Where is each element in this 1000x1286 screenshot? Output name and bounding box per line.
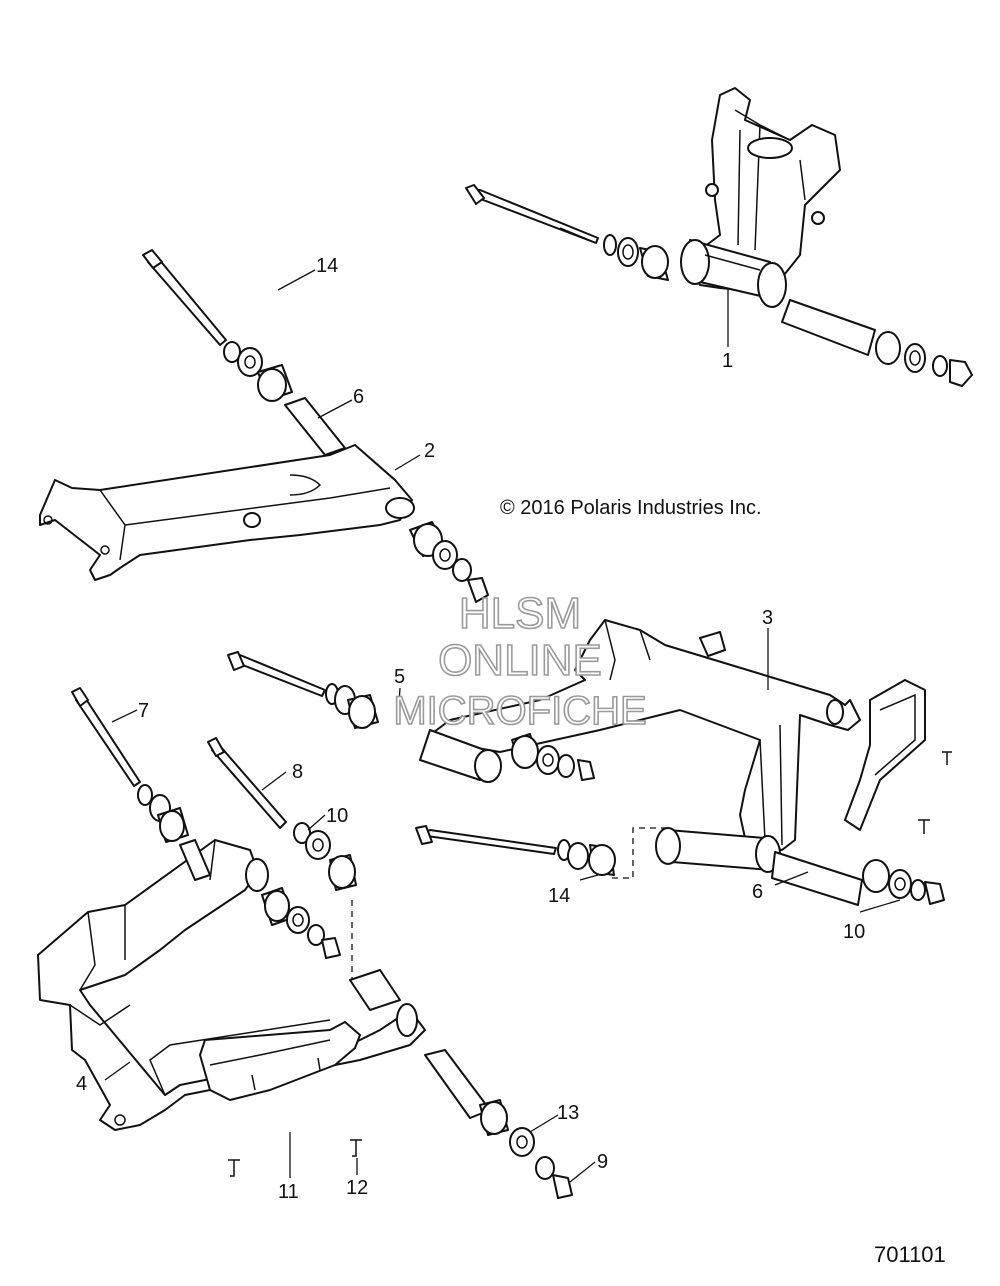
callout-8: 8 [292, 761, 303, 783]
part-3-sleeve-and-hardware [771, 851, 945, 906]
part-11-skid-guard [199, 1021, 361, 1101]
callout-6-upper: 6 [353, 386, 364, 408]
part-11-bolt [228, 1159, 240, 1177]
callout-10-left: 10 [326, 805, 348, 827]
callout-3: 3 [762, 607, 773, 629]
callout-5: 5 [394, 666, 405, 688]
callout-2: 2 [424, 440, 435, 462]
watermark-line-2: ONLINE [438, 636, 602, 685]
watermark-line-3: MICROFICHE [393, 689, 646, 733]
part-2-pivot-bolt [142, 249, 227, 346]
callout-13: 13 [557, 1102, 579, 1124]
part-4-rear-sleeve [424, 1049, 509, 1136]
part-12-bolt [350, 1139, 362, 1157]
part-4-bolt-7 [71, 687, 211, 881]
watermark-line-1: HLSM [459, 589, 581, 638]
part-3-pivot-bolt-upper [227, 651, 502, 783]
part-1-sleeve-right [781, 299, 973, 387]
part-3-skid-guard [844, 679, 952, 834]
callout-1: 1 [722, 350, 733, 372]
part-13-bushing [509, 1127, 535, 1157]
callouts: 1 2 3 4 5 6 6 7 8 9 10 10 11 12 13 14 14 [76, 255, 865, 1203]
part-4-front-bushings [261, 887, 341, 959]
part-3-pivot-bolt-lower [415, 825, 616, 876]
part-1-pivot-bracket [680, 87, 841, 308]
copyright-notice: © 2016 Polaris Industries Inc. [500, 497, 762, 519]
callout-11: 11 [278, 1181, 299, 1203]
callout-6-lower: 6 [752, 881, 763, 903]
part-1-bushing-set-left [603, 234, 669, 281]
alignment-dashes [351, 827, 668, 980]
callout-10-right: 10 [843, 921, 865, 943]
document-number: 701101 [874, 1242, 946, 1267]
callout-14-upper: 14 [316, 255, 338, 277]
part-2-bushings-upper [223, 341, 346, 456]
callout-14-lower: 14 [548, 885, 570, 907]
part-2-bushings-lower [409, 521, 489, 603]
callout-9: 9 [597, 1151, 608, 1173]
leader-lines [104, 269, 901, 1183]
part-4-bolt-8 [207, 737, 357, 891]
part-1-pivot-bolt [465, 184, 599, 244]
callout-7: 7 [138, 700, 149, 722]
callout-4: 4 [76, 1073, 87, 1095]
callout-12: 12 [346, 1177, 368, 1199]
part-9-nut [535, 1156, 573, 1199]
watermark: HLSM ONLINE MICROFICHE [393, 588, 648, 734]
part-3-bushings-right [511, 733, 595, 781]
part-2-a-arm-upper [39, 444, 415, 581]
